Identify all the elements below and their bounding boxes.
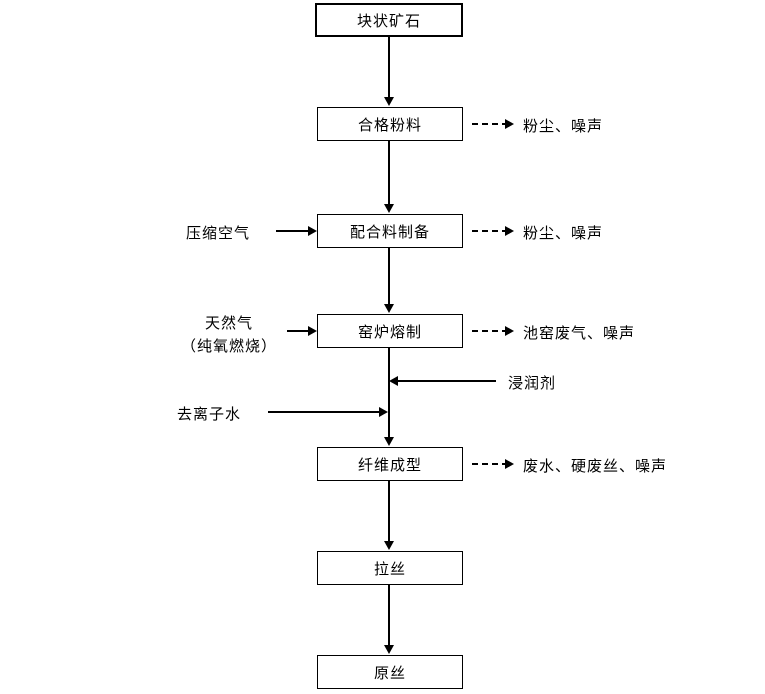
process-node-raw-yarn[interactable]: 原丝 (317, 655, 463, 689)
arrowhead-left-icon (389, 376, 398, 386)
arrowhead-right-icon (379, 407, 388, 417)
arrowhead-right-icon (505, 226, 514, 236)
emission-label-dust-noise-2: 粉尘、噪声 (523, 224, 604, 242)
input-label-natural-gas-line2: （纯氧燃烧） (180, 337, 277, 356)
process-node-label: 纤维成型 (357, 455, 422, 474)
arrowhead-down-icon (384, 204, 394, 213)
process-node-label: 原丝 (373, 663, 406, 682)
input-label-sizing-agent: 浸润剂 (508, 374, 557, 392)
connector-compressed-air (276, 230, 310, 232)
connector-sizing-agent (397, 380, 496, 382)
connector-emission-wastewater (472, 463, 508, 465)
input-label-natural-gas: 天然气 （纯氧燃烧） (172, 312, 286, 359)
arrowhead-down-icon (384, 437, 394, 446)
process-node-furnace-melting[interactable]: 窑炉熔制 (317, 314, 463, 348)
arrowhead-right-icon (505, 459, 514, 469)
process-node-label: 拉丝 (373, 559, 406, 578)
process-node-block-ore[interactable]: 块状矿石 (315, 3, 463, 37)
connector-emission-furnace-gas (472, 330, 508, 332)
arrowhead-down-icon (384, 304, 394, 313)
process-node-batch-preparation[interactable]: 配合料制备 (317, 214, 463, 248)
process-node-label: 配合料制备 (349, 222, 430, 241)
connector-emission-dust-noise-2 (472, 230, 508, 232)
process-node-qualified-powder[interactable]: 合格粉料 (317, 107, 463, 141)
arrowhead-right-icon (505, 119, 514, 129)
connector-powder-to-batch (388, 141, 390, 205)
process-node-drawing[interactable]: 拉丝 (317, 551, 463, 585)
connector-ore-to-powder (388, 37, 390, 98)
input-label-deionized-water: 去离子水 (177, 405, 242, 423)
connector-forming-to-drawing (388, 481, 390, 542)
connector-batch-to-furnace (388, 248, 390, 305)
emission-label-dust-noise-1: 粉尘、噪声 (523, 117, 604, 135)
arrowhead-right-icon (308, 326, 317, 336)
connector-natural-gas (287, 330, 310, 332)
input-label-natural-gas-line1: 天然气 (204, 314, 253, 332)
emission-label-furnace-gas-noise: 池窑废气、噪声 (523, 324, 636, 342)
arrowhead-down-icon (384, 645, 394, 654)
connector-drawing-to-yarn (388, 585, 390, 646)
arrowhead-right-icon (505, 326, 514, 336)
emission-label-wastewater-waste-fiber-noise: 废水、硬废丝、噪声 (523, 457, 668, 475)
connector-emission-dust-noise-1 (472, 123, 508, 125)
process-node-label: 窑炉熔制 (357, 322, 422, 341)
connector-deionized-water (268, 411, 381, 413)
process-node-label: 块状矿石 (356, 11, 421, 30)
connector-furnace-to-forming (388, 348, 390, 438)
arrowhead-down-icon (384, 541, 394, 550)
arrowhead-down-icon (384, 97, 394, 106)
input-label-compressed-air: 压缩空气 (186, 224, 251, 242)
process-node-fiber-forming[interactable]: 纤维成型 (317, 447, 463, 481)
arrowhead-right-icon (308, 226, 317, 236)
process-node-label: 合格粉料 (357, 115, 422, 134)
